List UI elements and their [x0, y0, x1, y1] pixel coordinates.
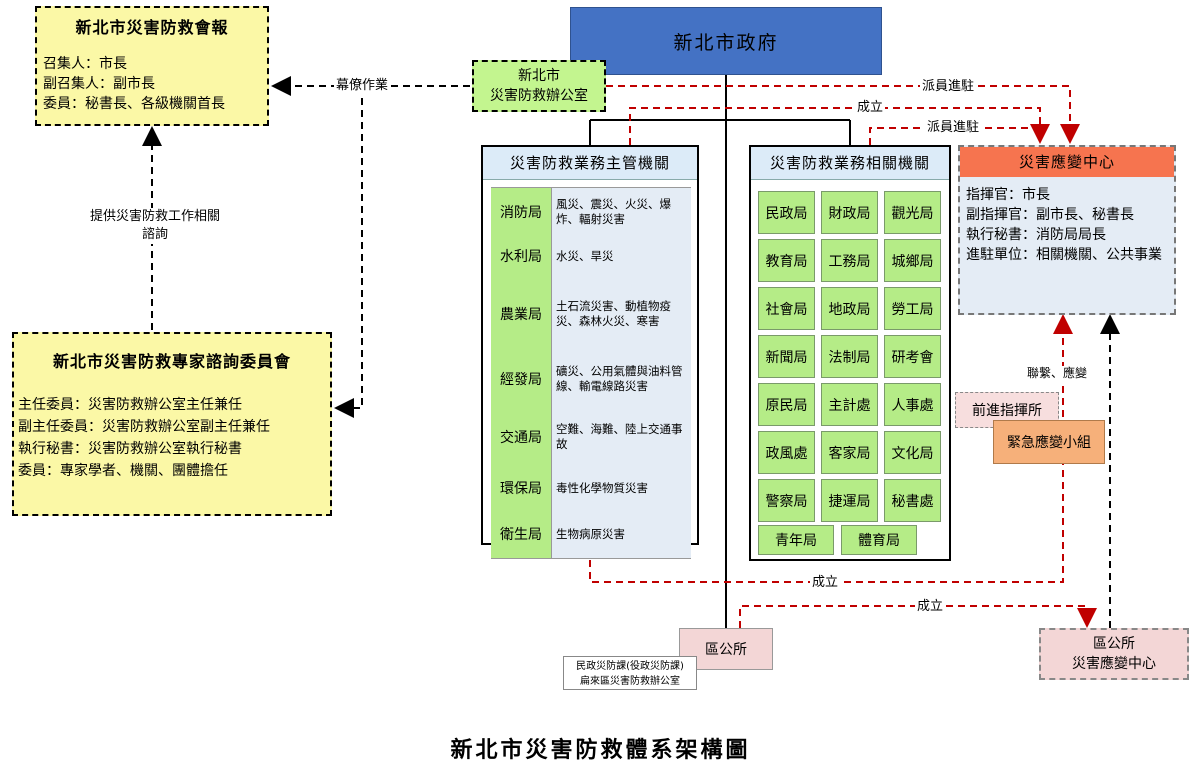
related-agency: 秘書處 — [884, 479, 941, 522]
eoc-line: 進駐單位：相關機關、公共事業 — [966, 247, 1162, 263]
consult-line2: 諮詢 — [141, 227, 168, 242]
responsible-row: 農業局土石流災害、動植物疫災、森林火災、寒害 — [491, 278, 691, 351]
staff-label: 幕僚作業 — [334, 78, 391, 93]
council-line: 副召集人：副市長 — [43, 76, 155, 92]
disaster-office-box: 新北市 災害防救辦公室 — [472, 60, 606, 112]
responsible-agency-name: 衛生局 — [491, 510, 552, 558]
responsible-agency-duty: 水災、旱災 — [552, 234, 691, 278]
related-agency: 城鄉局 — [884, 239, 941, 282]
related-agency: 社會局 — [758, 287, 815, 330]
responsible-agency-name: 消防局 — [491, 188, 552, 235]
related-agency: 觀光局 — [884, 191, 941, 234]
council-box: 新北市災害防救會報 召集人：市長 副召集人：副市長 委員：秘書長、各級機關首長 — [35, 6, 269, 126]
committee-line: 副主任委員：災害防救辦公室副主任兼任 — [18, 419, 270, 435]
responsible-agency-name: 農業局 — [491, 278, 552, 350]
related-agency: 主計處 — [821, 383, 878, 426]
establish-label-2: 成立 — [810, 575, 841, 590]
council-line: 委員：秘書長、各級機關首長 — [43, 96, 225, 112]
responsible-agency-duty: 風災、震災、火災、爆炸、輻射災害 — [552, 188, 691, 235]
responsible-row: 水利局水災、旱災 — [491, 234, 691, 279]
related-agency: 文化局 — [884, 431, 941, 474]
emergency-group-box: 緊急應變小組 — [993, 420, 1105, 464]
district-eoc-line2: 災害應變中心 — [1072, 656, 1156, 672]
eoc-line: 執行秘書：消防局局長 — [966, 227, 1106, 243]
responsible-agency-name: 交通局 — [491, 408, 552, 466]
consult-label: 提供災害防救工作相關 諮詢 — [60, 208, 250, 244]
responsible-agencies-panel: 災害防救業務主管機關 消防局風災、震災、火災、爆炸、輻射災害水利局水災、旱災農業… — [481, 145, 699, 559]
responsible-row: 交通局空難、海難、陸上交通事故 — [491, 408, 691, 467]
related-agencies-panel: 災害防救業務相關機關 民政局財政局觀光局教育局工務局城鄉局社會局地政局勞工局新聞… — [749, 145, 951, 561]
district-eoc-line1: 區公所 — [1093, 636, 1135, 652]
solid-structure-lines — [589, 75, 851, 630]
responsible-agency-duty: 生物病原災害 — [552, 510, 691, 558]
related-title: 災害防救業務相關機關 — [751, 147, 949, 180]
district-eoc-box: 區公所 災害應變中心 — [1039, 628, 1189, 680]
responsible-row: 環保局毒性化學物質災害 — [491, 466, 691, 511]
establish-label-3: 成立 — [915, 599, 946, 614]
related-agency: 捷運局 — [821, 479, 878, 522]
district-office-label: 區公所 — [705, 642, 747, 658]
contact-label: 聯繫、應變 — [1025, 366, 1090, 381]
responsible-agency-name: 經發局 — [491, 350, 552, 408]
responsible-title: 災害防救業務主管機關 — [483, 147, 697, 180]
page-title-text: 新北市災害防救體系架構圖 — [450, 738, 751, 763]
office-line1: 新北市 — [518, 68, 560, 84]
responsible-agency-duty: 空難、海難、陸上交通事故 — [552, 408, 691, 466]
committee-line: 執行秘書：災害防救辦公室執行秘書 — [18, 441, 242, 457]
consult-line1: 提供災害防救工作相關 — [89, 209, 220, 224]
responsible-agency-name: 水利局 — [491, 234, 552, 278]
responsible-agency-name: 環保局 — [491, 466, 552, 510]
related-agency: 勞工局 — [884, 287, 941, 330]
responsible-row: 經發局礦災、公用氣體與油料管線、輸電線路災害 — [491, 350, 691, 409]
related-agency: 人事處 — [884, 383, 941, 426]
responsible-agency-duty: 礦災、公用氣體與油料管線、輸電線路災害 — [552, 350, 691, 408]
council-title: 新北市災害防救會報 — [75, 18, 229, 37]
office-line2: 災害防救辦公室 — [490, 88, 588, 104]
eoc-box: 災害應變中心 指揮官：市長 副指揮官：副市長、秘書長 執行秘書：消防局局長 進駐… — [958, 145, 1176, 315]
committee-line: 主任委員：災害防救辦公室主任兼任 — [18, 397, 242, 413]
eoc-line: 副指揮官：副市長、秘書長 — [966, 207, 1134, 223]
responsible-row: 消防局風災、震災、火災、爆炸、輻射災害 — [491, 187, 691, 236]
committee-title: 新北市災害防救專家諮詢委員會 — [52, 352, 291, 371]
related-agency: 原民局 — [758, 383, 815, 426]
related-agency: 客家局 — [821, 431, 878, 474]
committee-box: 新北市災害防救專家諮詢委員會 主任委員：災害防救辦公室主任兼任 副主任委員：災害… — [12, 332, 332, 516]
eoc-title: 災害應變中心 — [960, 147, 1174, 177]
council-line: 召集人：市長 — [43, 56, 127, 72]
related-agency-bottom: 體育局 — [841, 525, 917, 555]
related-agency: 民政局 — [758, 191, 815, 234]
responsible-agency-duty: 毒性化學物質災害 — [552, 466, 691, 510]
district-note-line2: 扁來區災害防救辦公室 — [580, 676, 680, 687]
establish-label-1: 成立 — [855, 100, 886, 115]
eoc-line: 指揮官：市長 — [966, 187, 1050, 203]
related-agency: 工務局 — [821, 239, 878, 282]
related-agency: 地政局 — [821, 287, 878, 330]
related-agency: 法制局 — [821, 335, 878, 378]
government-box: 新北市政府 — [570, 7, 882, 75]
responsible-row: 衛生局生物病原災害 — [491, 510, 691, 559]
related-agency: 新聞局 — [758, 335, 815, 378]
district-note-line1: 民政災防課(役政災防課) — [576, 661, 684, 672]
related-agency: 政風處 — [758, 431, 815, 474]
dispatch-label-1: 派員進駐 — [920, 79, 977, 94]
emergency-group-label: 緊急應變小組 — [1007, 435, 1091, 451]
dispatch-label-2: 派員進駐 — [925, 120, 982, 135]
government-name: 新北市政府 — [673, 31, 779, 54]
related-agency: 研考會 — [884, 335, 941, 378]
committee-line: 委員：專家學者、機關、團體擔任 — [18, 463, 228, 479]
forward-command-label: 前進指揮所 — [972, 403, 1042, 419]
related-agency: 財政局 — [821, 191, 878, 234]
eoc-details: 指揮官：市長 副指揮官：副市長、秘書長 執行秘書：消防局局長 進駐單位：相關機關… — [960, 177, 1174, 273]
related-agency: 警察局 — [758, 479, 815, 522]
related-agency-bottom: 青年局 — [758, 525, 834, 555]
page-title: 新北市災害防救體系架構圖 — [0, 732, 1201, 764]
district-note-box: 民政災防課(役政災防課) 扁來區災害防救辦公室 — [563, 656, 697, 690]
responsible-agency-duty: 土石流災害、動植物疫災、森林火災、寒害 — [552, 278, 691, 350]
related-agency: 教育局 — [758, 239, 815, 282]
